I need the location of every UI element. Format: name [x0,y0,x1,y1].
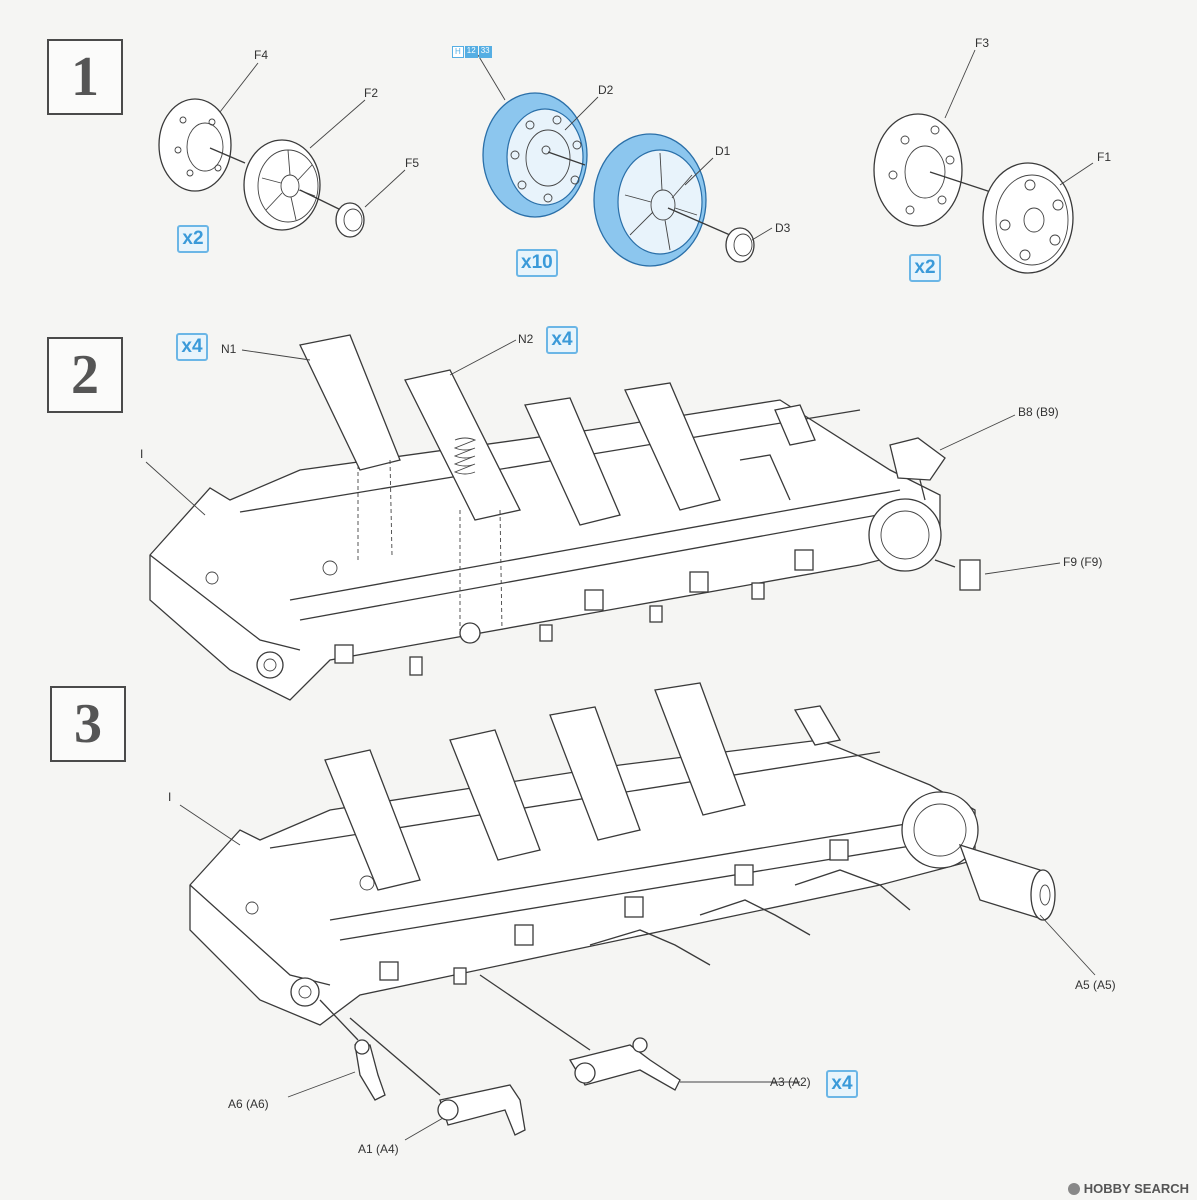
label-f4: F4 [254,48,269,62]
step-2-number: 2 [47,337,123,413]
qty-badge-n1: x4 [176,333,208,361]
label-f5: F5 [405,156,420,170]
label-a1: A1 (A4) [358,1142,399,1156]
label-a3: A3 (A2) [770,1075,811,1089]
wheel-f1 [982,162,1074,274]
hub-cap-d3 [725,227,755,263]
hobby-search-logo-icon [1067,1182,1080,1195]
label-a6: A6 (A6) [228,1097,269,1111]
label-d3: D3 [775,221,791,235]
color-ref-a: H [452,46,464,58]
wheel-d2 [482,92,588,218]
color-ref-c: 33 [478,46,492,58]
color-reference-badge: H 12 33 [452,46,492,58]
label-f9: F9 (F9) [1063,555,1103,569]
wheel-f4 [158,98,246,192]
qty-badge-a3: x4 [826,1070,858,1098]
label-hull-i-bottom: I [168,790,172,804]
label-b8: B8 (B9) [1018,405,1059,419]
label-d2: D2 [598,83,614,97]
watermark-text: HOBBY SEARCH [1083,1181,1189,1196]
label-f1: F1 [1097,150,1112,164]
step-3-number: 3 [50,686,126,762]
hull-step3 [189,682,1056,1136]
qty-badge-d: x10 [516,249,558,277]
wheel-f2 [243,139,346,231]
hub-cap-f5 [335,202,365,238]
label-a5: A5 (A5) [1075,978,1116,992]
label-f2: F2 [364,86,379,100]
qty-badge-n2: x4 [546,326,578,354]
wheel-d1 [593,133,731,267]
qty-badge-f-right: x2 [909,254,941,282]
wheel-f3 [873,113,1001,227]
step-1-number: 1 [47,39,123,115]
color-ref-b: 12 [464,46,478,58]
hull-step2 [149,334,981,701]
label-hull-i-top: I [140,447,144,461]
watermark: HOBBY SEARCH [1067,1181,1189,1196]
label-n2: N2 [518,332,534,346]
label-n1: N1 [221,342,237,356]
label-f3: F3 [975,36,990,50]
qty-badge-f-left: x2 [177,225,209,253]
label-d1: D1 [715,144,731,158]
